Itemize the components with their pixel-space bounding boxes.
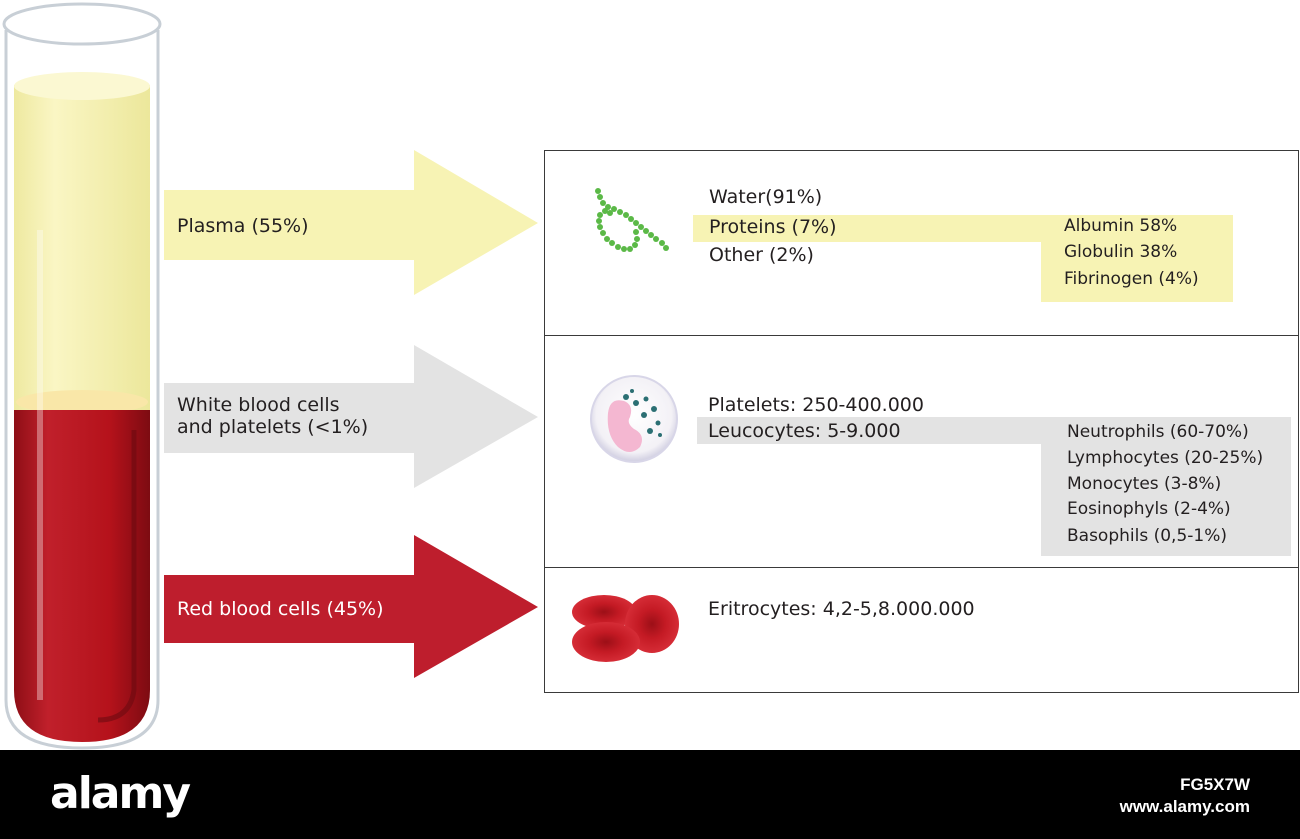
image-id: FG5X7W (1180, 775, 1250, 794)
other-item: Other (2%) (709, 244, 814, 266)
test-tube (2, 2, 162, 750)
plasma-arrow (164, 150, 538, 295)
footer-url: www.alamy.com (1119, 797, 1250, 816)
eritrocytes-item: Eritrocytes: 4,2-5,8.000.000 (708, 598, 975, 620)
leucocytes-list-highlight (1041, 417, 1291, 556)
tube-red-cells (14, 410, 150, 742)
alamy-logo: alamy (50, 768, 191, 819)
platelets-item: Platelets: 250-400.000 (708, 394, 924, 416)
neutrophils-item: Neutrophils (60-70%) (1067, 422, 1249, 442)
globulin-item: Globulin 38% (1064, 242, 1178, 262)
white-blood-cell-icon (590, 375, 678, 463)
eosinophyls-item: Eosinophyls (2-4%) (1067, 499, 1231, 519)
basophils-item: Basophils (0,5-1%) (1067, 526, 1228, 546)
wbc-label-line1: White blood cells (177, 394, 340, 416)
rbc-arrow (164, 535, 538, 678)
wbc-label-line2: and platelets (<1%) (177, 416, 369, 438)
wbc-arrow (164, 345, 538, 488)
water-item: Water(91%) (709, 186, 823, 208)
tube-plasma (14, 85, 150, 410)
red-blood-cells-icon (572, 595, 679, 662)
rbc-label: Red blood cells (45%) (177, 598, 384, 620)
fibrinogen-item: Fibrinogen (4%) (1064, 269, 1199, 289)
proteins-item: Proteins (7%) (709, 216, 837, 238)
footer-bar (0, 750, 1300, 839)
plasma-label: Plasma (55%) (177, 215, 309, 237)
lymphocytes-item: Lymphocytes (20-25%) (1067, 448, 1264, 468)
protein-chain-icon (595, 188, 669, 252)
albumin-item: Albumin 58% (1064, 216, 1178, 236)
proteins-list-highlight (1041, 215, 1233, 302)
monocytes-item: Monocytes (3-8%) (1067, 474, 1222, 494)
leucocytes-item: Leucocytes: 5-9.000 (708, 420, 901, 442)
